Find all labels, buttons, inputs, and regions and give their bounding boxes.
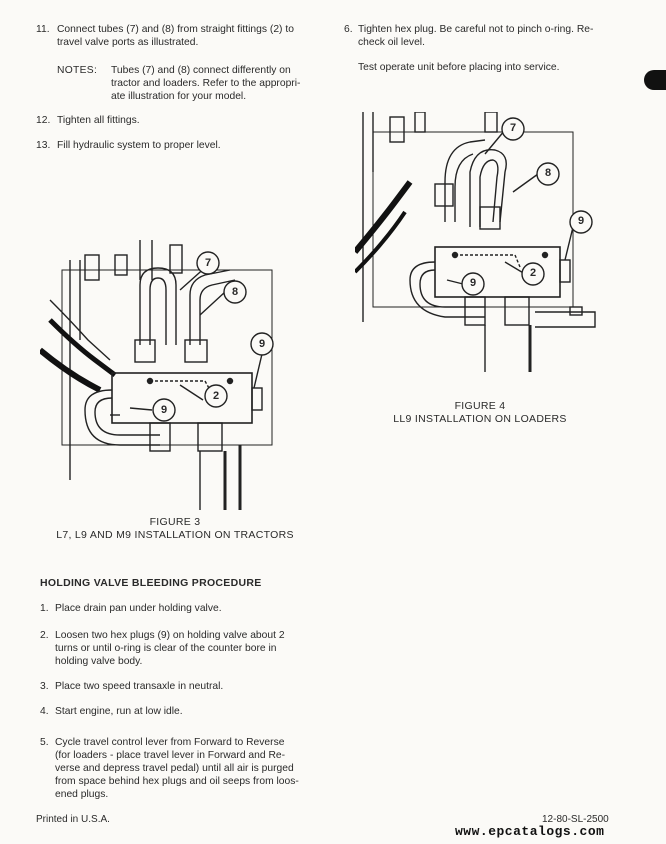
bleed-step-1-text: Place drain pan under holding valve. xyxy=(55,603,222,614)
watermark-text: www.epcatalogs.com xyxy=(455,824,605,839)
step-11-line-2: travel valve ports as illustrated. xyxy=(57,37,199,48)
bleed-step-5-line-2: (for loaders - place travel lever in For… xyxy=(55,750,286,761)
figure-4-subtitle: LL9 INSTALLATION ON LOADERS xyxy=(393,413,567,425)
bleed-step-2-line-3: holding valve body. xyxy=(55,656,143,667)
step-12-text: Tighten all fittings. xyxy=(57,115,140,126)
figure-3-callouts xyxy=(152,251,274,422)
bleed-step-5-line-4: from space behind hex plugs and oil seep… xyxy=(55,776,299,787)
notes-line-3: ate illustration for your model. xyxy=(111,91,247,102)
figure-3-callout-2: 2 xyxy=(212,390,220,402)
footer-doc-number: 12-80-SL-2500 xyxy=(542,814,609,825)
notes-line-1: Tubes (7) and (8) connect differently on xyxy=(111,65,291,76)
figure-3-title: FIGURE 3 xyxy=(149,516,201,528)
figure-4-callout-7: 7 xyxy=(509,122,517,134)
step-6-line-2: check oil level. xyxy=(358,37,425,48)
bleed-step-2-number: 2. xyxy=(40,630,49,641)
bleed-step-4-number: 4. xyxy=(40,706,49,717)
figure-3-illustration xyxy=(40,240,273,510)
step-6-line-1: Tighten hex plug. Be careful not to pinc… xyxy=(358,24,594,35)
footer-printed-in: Printed in U.S.A. xyxy=(36,814,110,825)
bleed-step-3-text: Place two speed transaxle in neutral. xyxy=(55,681,224,692)
step-6-number: 6. xyxy=(344,24,353,35)
bleed-step-2-line-1: Loosen two hex plugs (9) on holding valv… xyxy=(55,630,285,641)
figure-3-callout-9: 9 xyxy=(258,338,266,350)
figure-4-callout-8: 8 xyxy=(544,167,552,179)
figure-3-callout-9b: 9 xyxy=(160,404,168,416)
bleed-step-2-line-2: turns or until o-ring is clear of the co… xyxy=(55,643,277,654)
figure-4-title: FIGURE 4 xyxy=(454,400,506,412)
bleed-step-5-line-5: ened plugs. xyxy=(55,789,109,800)
test-operate-note: Test operate unit before placing into se… xyxy=(358,62,560,73)
figure-3-callout-7: 7 xyxy=(204,257,212,269)
figure-3-callout-8: 8 xyxy=(231,286,239,298)
figure-4-callouts xyxy=(461,117,593,296)
bleed-step-5-line-3: verse and depress travel pedal) until al… xyxy=(55,763,294,774)
bleed-step-5-number: 5. xyxy=(40,737,49,748)
notes-label: NOTES: xyxy=(57,65,98,76)
bleed-step-1-number: 1. xyxy=(40,603,49,614)
bleed-step-3-number: 3. xyxy=(40,681,49,692)
step-12-number: 12. xyxy=(36,115,51,126)
bleed-step-4-text: Start engine, run at low idle. xyxy=(55,706,183,717)
step-13-text: Fill hydraulic system to proper level. xyxy=(57,140,221,151)
figure-4-callout-2: 2 xyxy=(529,267,537,279)
step-13-number: 13. xyxy=(36,140,51,151)
notes-line-2: tractor and loaders. Refer to the approp… xyxy=(111,78,301,89)
bleed-step-5-line-1: Cycle travel control lever from Forward … xyxy=(55,737,285,748)
page-tab-marker xyxy=(644,70,666,90)
step-11-number: 11. xyxy=(36,24,50,35)
figure-4-callout-9b: 9 xyxy=(469,277,477,289)
bleeding-procedure-heading: HOLDING VALVE BLEEDING PROCEDURE xyxy=(40,577,262,589)
figure-3-subtitle: L7, L9 AND M9 INSTALLATION ON TRACTORS xyxy=(56,529,294,541)
step-11-line-1: Connect tubes (7) and (8) from straight … xyxy=(57,24,294,35)
figure-4-callout-9: 9 xyxy=(577,215,585,227)
